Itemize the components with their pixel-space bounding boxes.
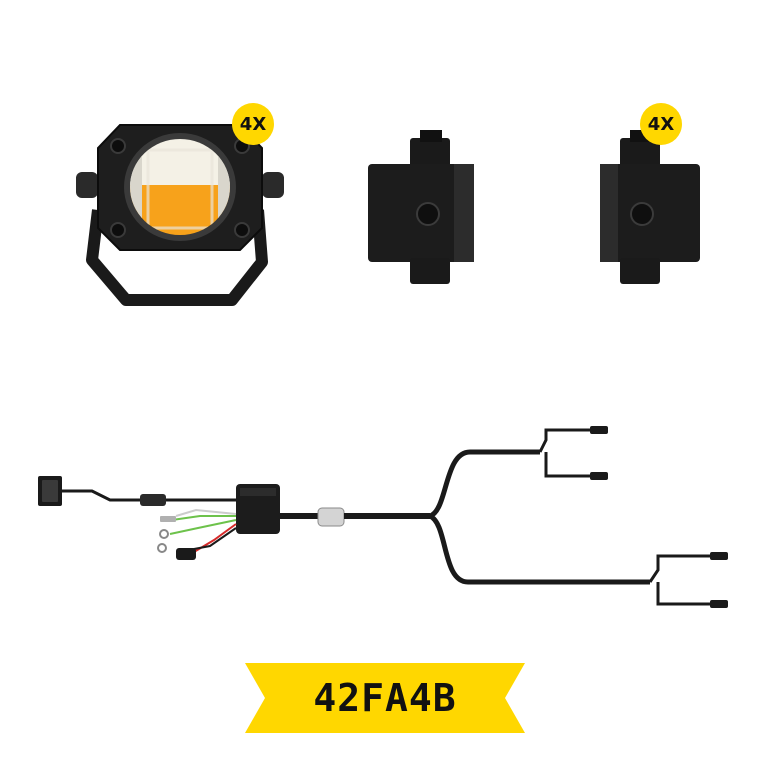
quantity-badge-bg [640, 103, 682, 145]
plug-connector [590, 426, 608, 434]
bracket-top-clip [620, 138, 660, 168]
branch-lower [428, 513, 650, 585]
screw-icon [110, 222, 126, 238]
plug-connector [710, 552, 728, 560]
light-side-knob-right [262, 172, 284, 198]
bracket-bottom-clip [620, 258, 660, 284]
bracket-bottom-clip [410, 258, 450, 284]
ring-terminal-icon [159, 529, 169, 539]
inline-connector [140, 494, 166, 506]
light-quantity-badge: 4X [239, 113, 267, 135]
screw-icon [110, 138, 126, 154]
plug-connector [590, 472, 608, 480]
bracket-top-clip [410, 138, 450, 168]
plug-connector [710, 600, 728, 608]
bracket-side-rail [454, 164, 474, 262]
bracket-top-tab [420, 130, 442, 142]
screw-icon [234, 222, 250, 238]
light-u-bracket [86, 209, 268, 306]
bracket-side-rail [600, 164, 618, 262]
main-connector [317, 507, 345, 527]
relay-box [236, 484, 280, 534]
wiring-harness [38, 426, 728, 608]
ring-terminal-icon [157, 543, 167, 553]
model-banner-ribbon [245, 663, 525, 733]
quantity-badge-bg [232, 103, 274, 145]
relay-box-cap [240, 488, 276, 496]
wire-green-2 [169, 519, 237, 535]
fuse-holder [176, 548, 196, 560]
bracket-bolt-icon [630, 202, 654, 226]
model-code: 42FA4B [313, 676, 457, 720]
mounting-bracket-1 [368, 130, 474, 284]
split-lower [648, 554, 710, 606]
bracket-bolt-icon [416, 202, 440, 226]
light-side-knob-left [76, 172, 98, 198]
wire-white [175, 508, 237, 517]
branch-upper [428, 449, 540, 519]
switch-face [42, 480, 58, 502]
blade-terminal [160, 516, 176, 522]
split-upper [538, 428, 590, 478]
wire-green [171, 515, 236, 521]
bracket-quantity-badge: 4X [647, 113, 675, 135]
light-pod [76, 124, 284, 306]
mounting-bracket-2 [600, 130, 700, 284]
switch-cable [62, 489, 140, 502]
